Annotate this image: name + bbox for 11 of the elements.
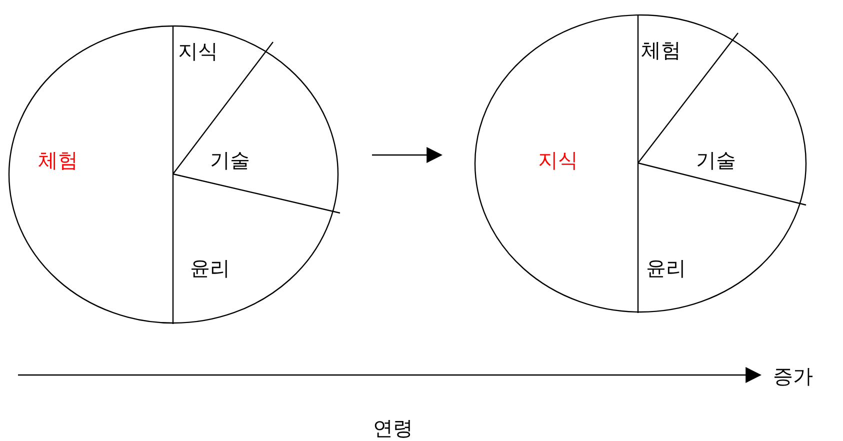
sector-label: 기술 [696,148,736,172]
sector-label: 윤리 [190,256,230,280]
sector-label: 지식 [178,39,218,63]
sector-label: 윤리 [646,256,686,280]
axis-label: 연령 [373,416,413,440]
sector-label: 기술 [210,148,250,172]
sector-label: 체험 [641,38,681,62]
sector-label: 체험 [38,148,78,172]
sector-label: 지식 [538,148,578,172]
axis-label: 증가 [773,364,813,388]
arrow [372,147,443,163]
